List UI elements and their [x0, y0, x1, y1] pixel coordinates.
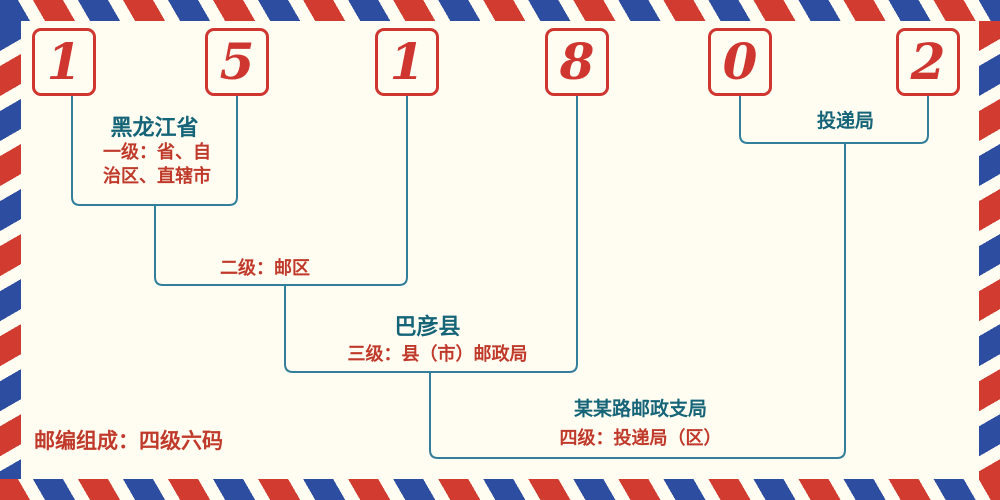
level1-description: 一级：省、自治区、直辖市	[103, 142, 211, 188]
level4-place-name: 某某路邮政支局	[573, 398, 707, 420]
level2-description: 二级：邮区	[220, 258, 310, 279]
delivery-office-label: 投递局	[816, 110, 874, 132]
level3-place-name: 巴彦县	[394, 315, 461, 340]
level2-connector-line	[154, 95, 408, 286]
digit-box-3: 1	[375, 28, 439, 96]
digit-4: 8	[559, 32, 595, 91]
digit-6: 2	[910, 32, 946, 91]
digit-box-1: 1	[32, 28, 96, 96]
level3-description: 三级：县（市）邮政局	[347, 344, 528, 365]
digit-box-2: 5	[205, 28, 269, 96]
level4-description: 四级：投递局（区）	[559, 428, 722, 449]
level1-place-name: 黑龙江省	[110, 116, 199, 141]
digit-2: 5	[219, 32, 255, 91]
postal-code-composition-label: 邮编组成：四级六码	[34, 429, 223, 453]
level4-connector-line	[429, 142, 846, 459]
digit-3: 1	[389, 32, 425, 91]
digit-box-5: 0	[708, 28, 772, 96]
digit-1: 1	[46, 32, 82, 91]
digit-box-4: 8	[545, 28, 609, 96]
digit-box-6: 2	[896, 28, 960, 96]
delivery-office-bracket-line	[739, 95, 929, 144]
digit-5: 0	[722, 32, 758, 91]
